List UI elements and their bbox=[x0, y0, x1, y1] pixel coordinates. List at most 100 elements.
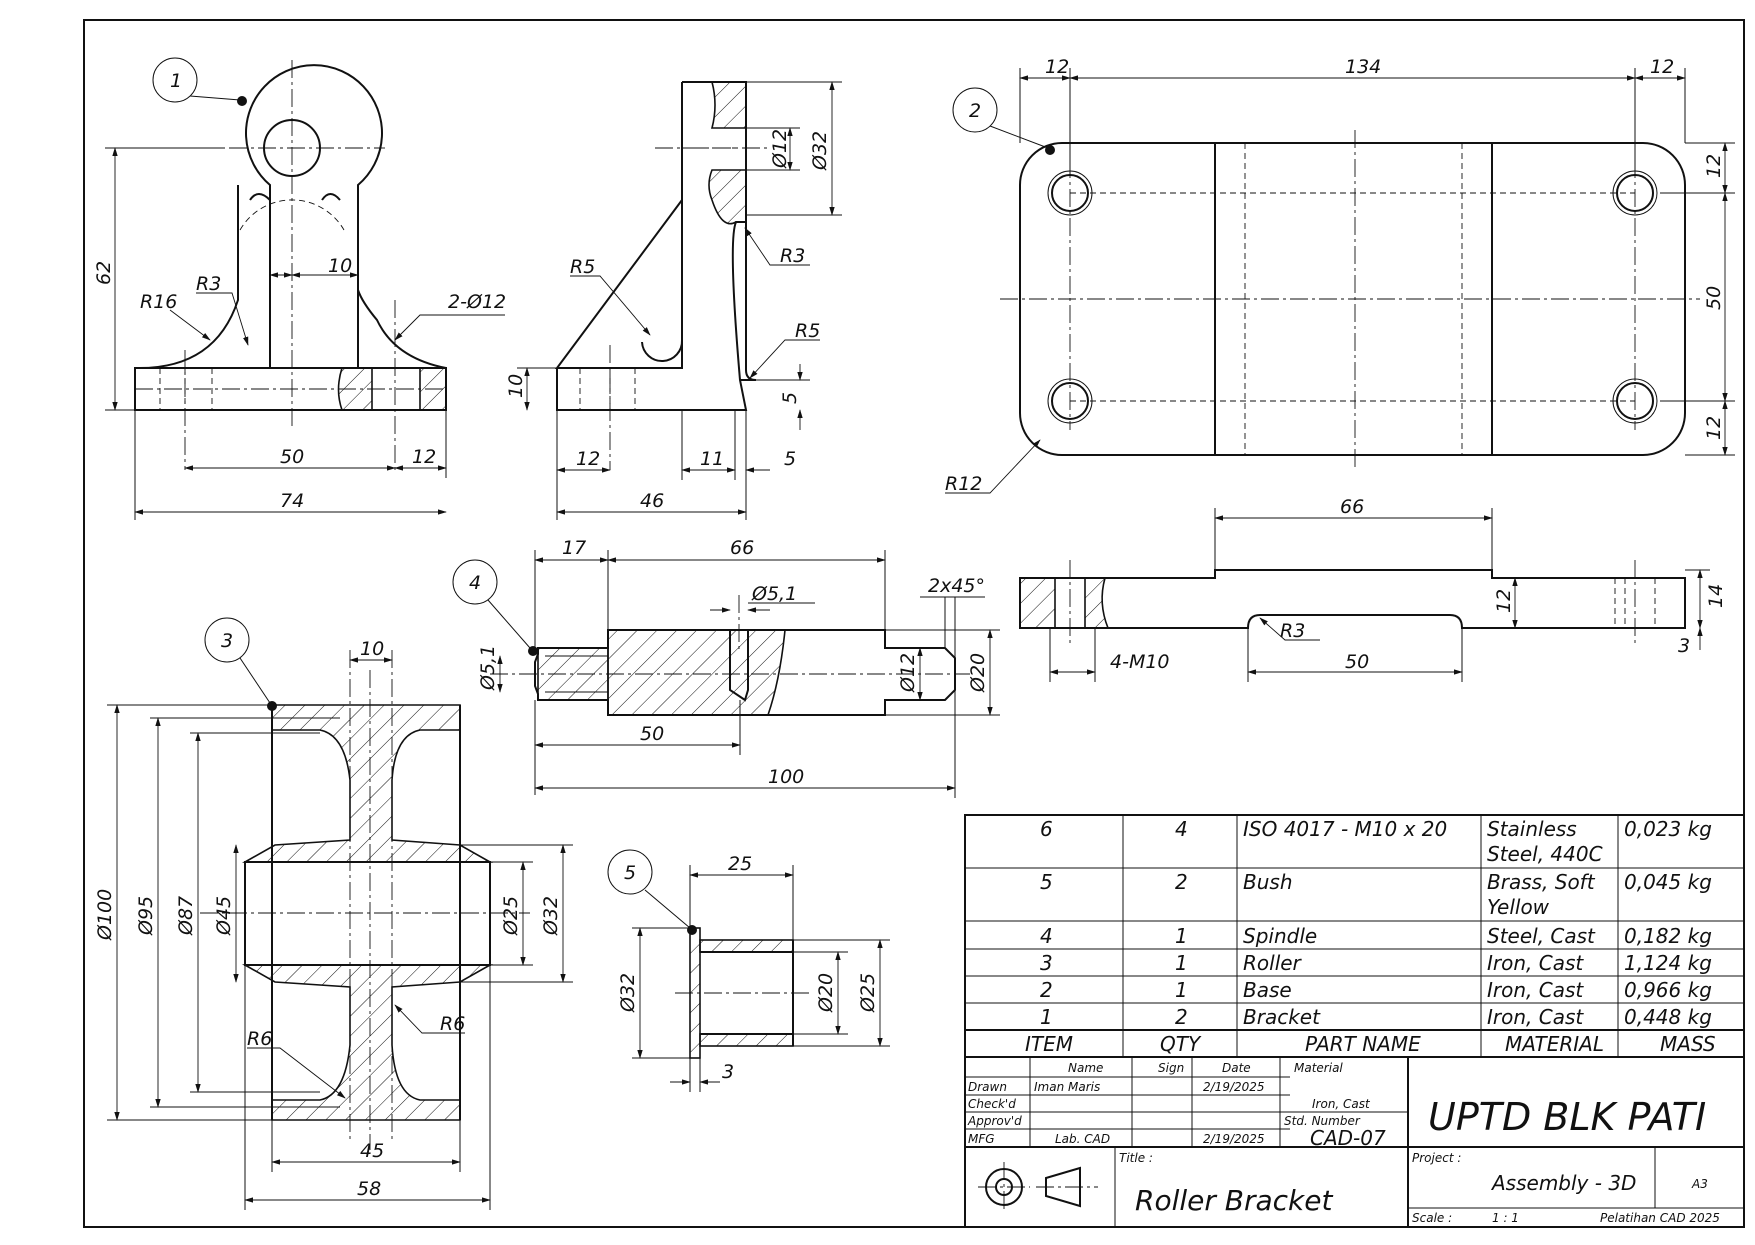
balloon-1 bbox=[152, 57, 198, 103]
tb-col-date: Date bbox=[1222, 1061, 1251, 1075]
row5-material-1: Brass, Soft bbox=[1487, 870, 1596, 894]
balloon-5-dot bbox=[687, 925, 697, 935]
tb-title-value: Roller Bracket bbox=[1135, 1184, 1333, 1217]
dim-50-right: 50 bbox=[1703, 286, 1725, 310]
dim-r3: R3 bbox=[196, 273, 221, 295]
row6-material-1: Stainless bbox=[1487, 817, 1577, 841]
dim-dia45: Ø45 bbox=[213, 896, 235, 936]
tb-project-label: Project : bbox=[1412, 1151, 1461, 1165]
row5-item: 5 bbox=[1040, 870, 1053, 894]
row2-name: Base bbox=[1243, 978, 1292, 1002]
dim-r3-base: R3 bbox=[1280, 620, 1305, 642]
tb-drawn-label: Drawn bbox=[968, 1080, 1007, 1094]
dim-r6-right: R6 bbox=[440, 1013, 465, 1035]
row3-item: 3 bbox=[1040, 951, 1053, 975]
dim-dia100: Ø100 bbox=[94, 889, 116, 941]
balloon-5 bbox=[607, 849, 653, 895]
row3-material: Iron, Cast bbox=[1487, 951, 1584, 975]
svg-text:3: 3 bbox=[221, 630, 233, 652]
tb-std-label: Std. Number bbox=[1284, 1114, 1361, 1128]
dim-dia95: Ø95 bbox=[135, 896, 157, 936]
base-top-view bbox=[1000, 130, 1700, 470]
dim-3-bush: 3 bbox=[722, 1061, 734, 1083]
dim-dia5-1-left: Ø5,1 bbox=[477, 645, 499, 691]
row2-mass: 0,966 kg bbox=[1624, 978, 1712, 1002]
dim-dia32-roller: Ø32 bbox=[540, 896, 562, 936]
dim-12-right-b: 12 bbox=[1703, 416, 1725, 440]
balloon-1-dot bbox=[237, 96, 247, 106]
tb-mfg-label: MFG bbox=[968, 1132, 995, 1146]
bracket-side-dimensions: Ø12 Ø32 R5 R3 R5 10 5 12 11 5 46 bbox=[505, 81, 842, 520]
balloon-3-dot bbox=[267, 701, 277, 711]
tb-material-label: Material bbox=[1294, 1061, 1343, 1075]
dim-10-roller: 10 bbox=[360, 638, 384, 660]
dim-2x45: 2x45° bbox=[928, 575, 985, 597]
balloon-3 bbox=[204, 617, 250, 663]
row1-material: Iron, Cast bbox=[1487, 1005, 1584, 1029]
bracket-side-view bbox=[555, 81, 770, 470]
row4-material: Steel, Cast bbox=[1487, 924, 1596, 948]
row3-qty: 1 bbox=[1175, 951, 1188, 975]
row1-mass: 0,448 kg bbox=[1624, 1005, 1712, 1029]
base-front-view bbox=[1019, 560, 1686, 645]
row5-qty: 2 bbox=[1175, 870, 1188, 894]
row4-name: Spindle bbox=[1243, 924, 1317, 948]
dim-45-roller: 45 bbox=[360, 1140, 384, 1162]
dim-dia20-bush: Ø20 bbox=[815, 973, 837, 1013]
dim-12-top-b: 12 bbox=[1650, 56, 1674, 78]
header-part-name: PART NAME bbox=[1305, 1032, 1421, 1056]
tb-drawn-date: 2/19/2025 bbox=[1203, 1080, 1265, 1094]
balloon-4 bbox=[452, 559, 498, 605]
base-top-dimensions: 12 134 12 12 50 12 R12 bbox=[945, 56, 1735, 495]
parts-list-table: 6 4 ISO 4017 - M10 x 20 Stainless Steel,… bbox=[964, 814, 1745, 1058]
tb-drawn-name: Iman Maris bbox=[1034, 1080, 1100, 1094]
bush-view bbox=[675, 927, 810, 1059]
row6-name: ISO 4017 - M10 x 20 bbox=[1243, 817, 1447, 841]
tb-std-value: CAD-07 bbox=[1310, 1126, 1386, 1150]
dim-58: 58 bbox=[357, 1178, 381, 1200]
dim-dia25: Ø25 bbox=[500, 896, 522, 936]
tb-scale-label: Scale : bbox=[1412, 1211, 1452, 1225]
dim-dia32: Ø32 bbox=[809, 131, 831, 171]
balloon-2 bbox=[952, 87, 998, 133]
svg-text:1: 1 bbox=[170, 70, 182, 92]
dim-46: 46 bbox=[640, 490, 664, 512]
spindle-dimensions: 17 66 Ø5,1 2x45° Ø5,1 Ø12 Ø20 50 100 bbox=[477, 537, 1000, 798]
dim-12-top: 12 bbox=[1045, 56, 1069, 78]
dim-50: 50 bbox=[280, 446, 304, 468]
dim-12-right: 12 bbox=[1703, 154, 1725, 178]
bracket-front-view bbox=[134, 60, 447, 470]
dim-5-side-b: 5 bbox=[784, 448, 796, 470]
dim-r3-side: R3 bbox=[780, 245, 805, 267]
tb-project-value: Assembly - 3D bbox=[1490, 1171, 1636, 1195]
dim-134: 134 bbox=[1345, 56, 1381, 78]
dim-17: 17 bbox=[562, 537, 586, 559]
dim-62: 62 bbox=[93, 261, 115, 285]
tb-material-value: Iron, Cast bbox=[1312, 1097, 1371, 1111]
dim-25-bush: 25 bbox=[728, 853, 752, 875]
bush-dimensions: 25 Ø32 Ø20 Ø25 3 bbox=[617, 853, 890, 1092]
svg-text:2: 2 bbox=[969, 100, 981, 122]
tb-scale-value: 1 : 1 bbox=[1492, 1211, 1519, 1225]
dim-12-base: 12 bbox=[1493, 589, 1515, 613]
dim-50-base: 50 bbox=[1345, 651, 1369, 673]
dim-10: 10 bbox=[328, 255, 352, 277]
tb-col-name: Name bbox=[1068, 1061, 1103, 1075]
row4-qty: 1 bbox=[1175, 924, 1188, 948]
row3-mass: 1,124 kg bbox=[1624, 951, 1712, 975]
dim-12-side: 12 bbox=[576, 448, 600, 470]
tb-mfg-date: 2/19/2025 bbox=[1203, 1132, 1265, 1146]
dim-100: 100 bbox=[768, 766, 804, 788]
dim-14-base: 14 bbox=[1705, 584, 1727, 608]
row6-material-2: Steel, 440C bbox=[1487, 842, 1603, 866]
title-block: Name Sign Date Material Drawn Iman Maris… bbox=[964, 1056, 1745, 1228]
row5-material-2: Yellow bbox=[1487, 895, 1550, 919]
dim-4-m10: 4-M10 bbox=[1110, 651, 1170, 673]
row5-name: Bush bbox=[1243, 870, 1293, 894]
row4-item: 4 bbox=[1040, 924, 1053, 948]
spindle-view bbox=[490, 595, 970, 716]
base-front-dimensions: 66 12 14 4-M10 R3 50 3 bbox=[1049, 496, 1727, 682]
row6-qty: 4 bbox=[1175, 817, 1188, 841]
row6-item: 6 bbox=[1040, 817, 1053, 841]
balloon-4-dot bbox=[528, 646, 538, 656]
